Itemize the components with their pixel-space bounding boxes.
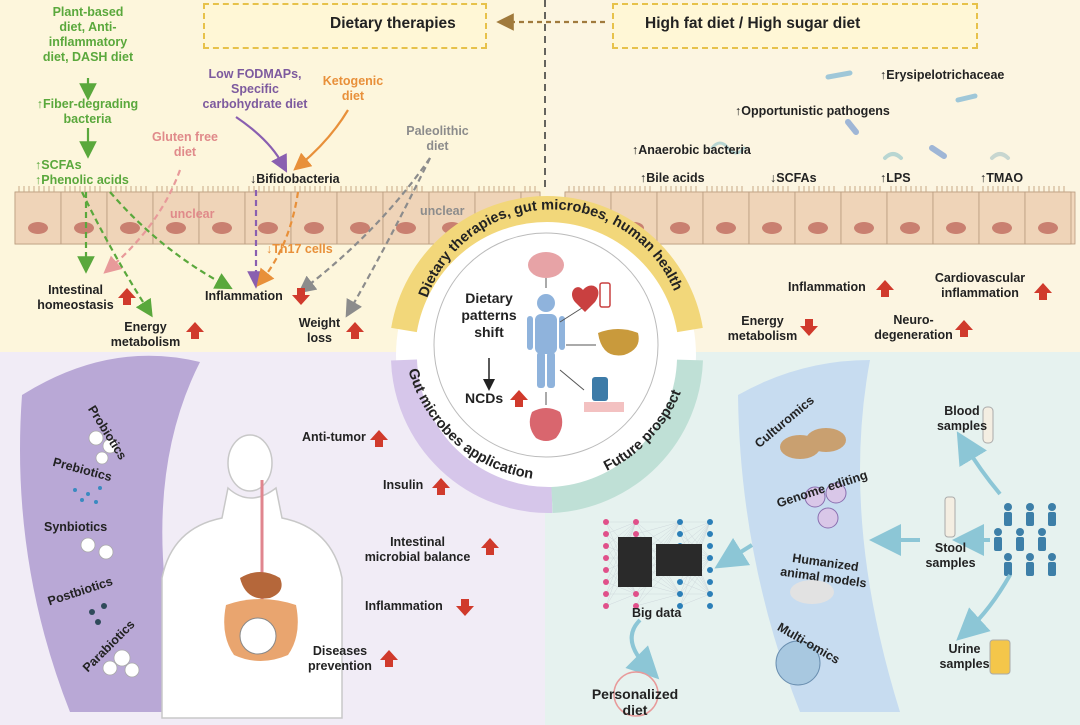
prebiotics-dots bbox=[73, 486, 107, 625]
banner-dietary-therapies bbox=[203, 3, 487, 49]
bacteria-icons bbox=[710, 70, 1010, 160]
inflammation-tr-label: Inflammation bbox=[788, 280, 866, 294]
tmao-label: ↑TMAO bbox=[980, 171, 1024, 185]
lps-label: ↑LPS bbox=[880, 171, 911, 185]
arc-top-band bbox=[391, 196, 703, 333]
insulin-label: Insulin bbox=[383, 478, 424, 492]
anaerobic-bacteria-label: ↑Anaerobic bacteria bbox=[632, 143, 751, 157]
arc-left-band bbox=[391, 359, 553, 514]
computer-tower-icon bbox=[618, 537, 652, 587]
bile-acids-label: ↑Bile acids bbox=[640, 171, 705, 185]
petri-dish-icon bbox=[780, 428, 846, 459]
bifidobacteria-label: ↓Bifidobacteria bbox=[250, 172, 340, 186]
inflammation-tl-label: Inflammation bbox=[205, 289, 283, 303]
opportunistic-pathogens-label: ↑Opportunistic pathogens bbox=[735, 104, 890, 118]
neurodegeneration-label: Neuro-degeneration bbox=[874, 313, 953, 342]
th17-label: ↓Th17 cells bbox=[266, 242, 333, 256]
liver-icon bbox=[598, 329, 639, 356]
artery-icon bbox=[599, 282, 611, 308]
genome-editing-icon bbox=[804, 482, 847, 529]
big-data-label: Big data bbox=[632, 606, 682, 620]
human-figure-icon bbox=[527, 294, 565, 388]
brain-icon bbox=[528, 252, 564, 278]
erysipelotrichaceae-label: ↑Erysipelotrichaceae bbox=[880, 68, 1005, 82]
anti-tumor-label: Anti-tumor bbox=[302, 430, 366, 444]
population-icon bbox=[994, 503, 1056, 576]
intestine-icon bbox=[529, 408, 563, 441]
unclear-right-label: unclear bbox=[420, 204, 465, 218]
biotics-panel bbox=[20, 355, 200, 712]
organ-links bbox=[545, 278, 596, 405]
blood-vessel-icon bbox=[584, 402, 624, 412]
microbe-magnifier-icon bbox=[239, 617, 277, 655]
methods-panel bbox=[738, 360, 900, 712]
synbiotics-label: Synbiotics bbox=[44, 520, 108, 534]
mouse-icon bbox=[790, 580, 834, 604]
glucose-meter-icon bbox=[592, 377, 608, 401]
banner-right-label: High fat diet / High sugar diet bbox=[645, 15, 861, 32]
target-icon bbox=[613, 671, 659, 717]
multi-omics-icon bbox=[775, 640, 821, 686]
scfas-phenolic-label: ↑SCFAs↑Phenolic acids bbox=[35, 158, 129, 187]
urine-cup-icon bbox=[989, 639, 1011, 675]
trend-arrows bbox=[118, 280, 1052, 667]
top-left-arrows bbox=[77, 13, 605, 318]
unclear-left-label: unclear bbox=[170, 207, 215, 221]
arc-right-band bbox=[551, 359, 703, 513]
biotics-icons bbox=[80, 430, 140, 678]
scfas-tr-label: ↓SCFAs bbox=[770, 171, 817, 185]
monitor-icon bbox=[656, 544, 702, 576]
liver-bl-icon bbox=[240, 572, 282, 599]
stool-tube-icon bbox=[944, 496, 956, 538]
inflammation-bl-label: Inflammation bbox=[365, 599, 443, 613]
heart-icon bbox=[572, 285, 599, 312]
banner-high-fat bbox=[612, 3, 978, 49]
ncds-label: NCDs bbox=[465, 390, 504, 406]
banner-left-label: Dietary therapies bbox=[330, 15, 456, 32]
sample-arrows bbox=[625, 431, 1012, 680]
